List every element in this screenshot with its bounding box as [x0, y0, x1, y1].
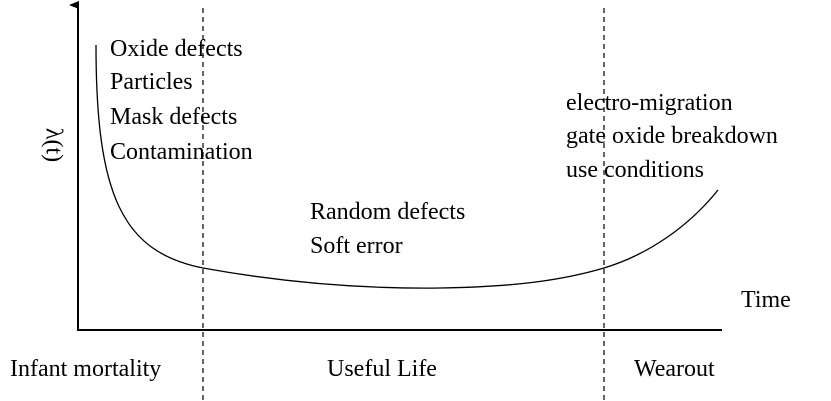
region-label-useful: Useful Life: [327, 356, 437, 382]
region-label-wearout: Wearout: [634, 356, 715, 382]
failure-rate-curve: [95, 44, 719, 289]
wearout-cause-label: use conditions: [566, 157, 704, 183]
infant-cause-label: Particles: [110, 69, 193, 95]
x-axis-label: Time: [741, 287, 791, 313]
wearout-cause-label: electro-migration: [566, 90, 733, 116]
infant-cause-label: Mask defects: [110, 104, 237, 130]
infant-cause-label: Oxide defects: [110, 36, 243, 62]
useful-cause-label: Random defects: [310, 199, 465, 225]
region-label-infant: Infant mortality: [10, 356, 161, 382]
infant-cause-label: Contamination: [110, 139, 253, 165]
useful-cause-label: Soft error: [310, 233, 403, 259]
y-axis-label: λ(t): [40, 128, 66, 162]
wearout-cause-label: gate oxide breakdown: [566, 123, 778, 149]
